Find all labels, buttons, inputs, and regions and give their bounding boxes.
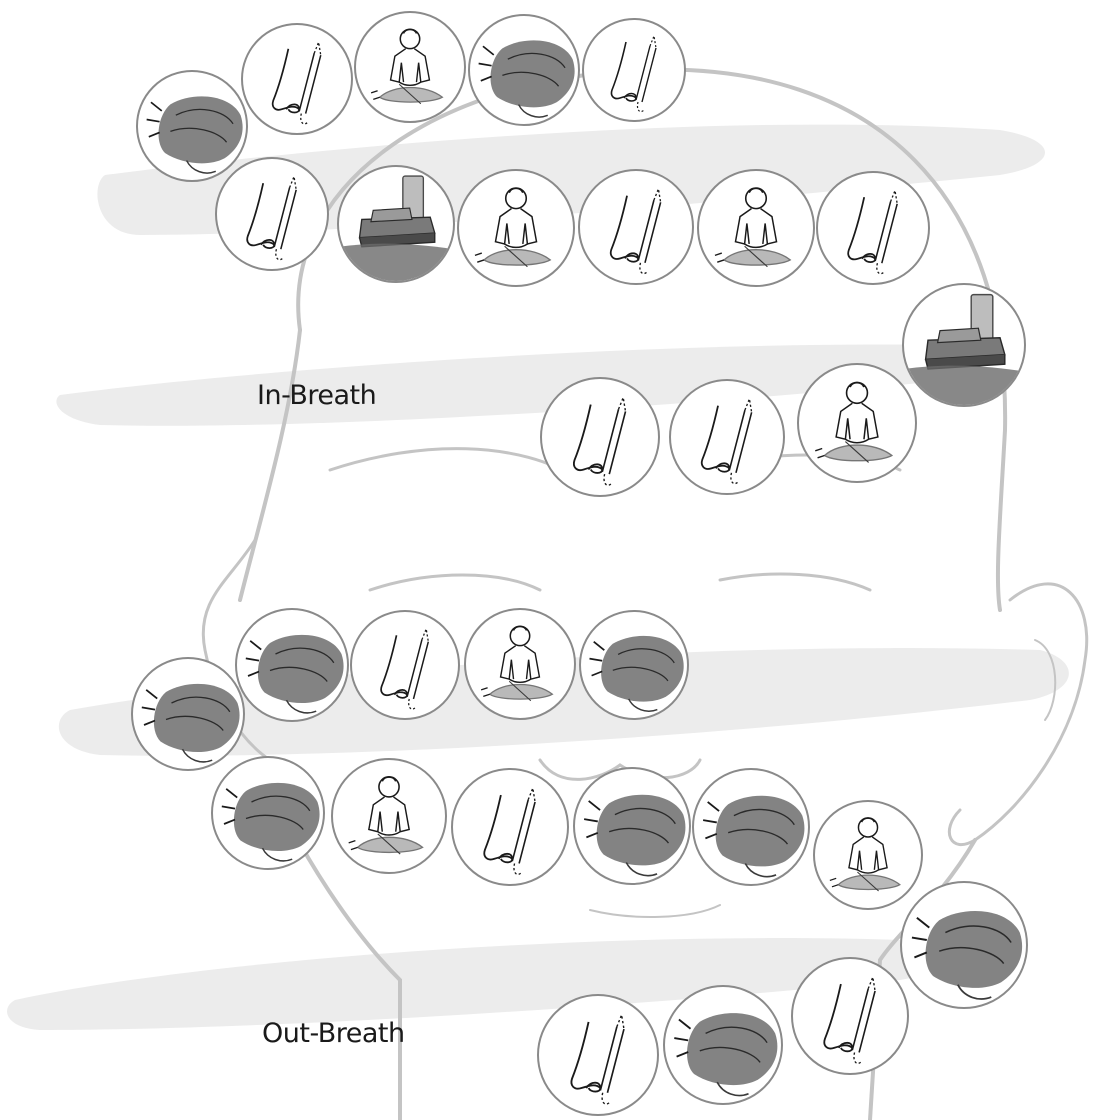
in-breath-bubble: [816, 171, 930, 285]
foot-contact-icon: [674, 1013, 778, 1097]
in-breath-bubble: [354, 11, 466, 123]
foot-contact-icon: [583, 794, 686, 877]
out-breath-bubble: [350, 610, 460, 720]
in-breath-bubble: [540, 377, 660, 497]
swoosh-band: [58, 648, 1069, 756]
nose-breath-icon: [609, 186, 662, 275]
nose-breath-icon: [246, 174, 297, 261]
in-breath-bubble: [468, 14, 580, 126]
nose-breath-icon: [380, 626, 430, 710]
out-breath-bubble: [131, 657, 245, 771]
nose-breath-icon: [271, 39, 322, 125]
nose-breath-icon: [847, 188, 898, 275]
seated-meditator-icon: [370, 28, 444, 105]
out-breath-bubble: [537, 994, 659, 1116]
foot-contact-icon: [245, 634, 344, 714]
nose-breath-icon: [823, 974, 876, 1065]
out-breath-bubble: [235, 608, 349, 722]
seated-meditator-icon: [474, 187, 552, 268]
in-breath-bubble: [697, 169, 815, 287]
out-breath-bubble: [451, 768, 569, 886]
seated-meditator-icon: [480, 625, 554, 702]
out-breath-bubble: [211, 756, 325, 870]
seated-meditator-icon: [348, 776, 424, 855]
nose-breath-icon: [610, 33, 657, 113]
swoosh-band: [56, 344, 996, 426]
in-breath-bubble: [669, 379, 785, 495]
in-breath-bubble: [902, 283, 1026, 407]
in-breath-bubble: [582, 18, 686, 122]
out-breath-bubble: [464, 608, 576, 720]
out-breath-bubble: [663, 985, 783, 1105]
in-breath-bubble: [578, 169, 694, 285]
seated-meditator-icon: [829, 817, 901, 892]
nose-breath-icon: [572, 394, 627, 486]
tea-tray-icon: [339, 175, 453, 281]
in-breath-label: In-Breath: [257, 380, 377, 411]
in-breath-bubble: [457, 169, 575, 287]
in-breath-bubble: [337, 165, 455, 283]
in-breath-bubble: [797, 363, 917, 483]
out-breath-bubble: [573, 767, 691, 885]
swoosh-band: [97, 124, 1046, 235]
out-breath-bubble: [579, 610, 689, 720]
seated-meditator-icon: [815, 381, 894, 463]
seated-meditator-icon: [714, 187, 792, 268]
out-breath-bubble: [813, 800, 923, 910]
nose-breath-icon: [570, 1012, 625, 1105]
foot-contact-icon: [141, 683, 240, 763]
in-breath-bubble: [241, 23, 353, 135]
out-breath-bubble: [692, 768, 810, 886]
out-breath-bubble: [900, 881, 1028, 1009]
foot-contact-icon: [911, 910, 1023, 1000]
in-breath-bubble: [215, 157, 329, 271]
foot-contact-icon: [589, 635, 684, 712]
tea-tray-icon: [904, 293, 1024, 405]
out-breath-label: Out-Breath: [262, 1018, 405, 1049]
out-breath-bubble: [791, 957, 909, 1075]
foot-contact-icon: [146, 96, 243, 174]
foot-contact-icon: [702, 795, 805, 878]
nose-breath-icon: [700, 396, 753, 485]
foot-contact-icon: [221, 782, 320, 862]
in-breath-bubble: [136, 70, 248, 182]
foot-contact-icon: [478, 40, 575, 118]
nose-breath-icon: [483, 785, 536, 876]
swoosh-band: [7, 938, 945, 1030]
out-breath-bubble: [331, 758, 447, 874]
